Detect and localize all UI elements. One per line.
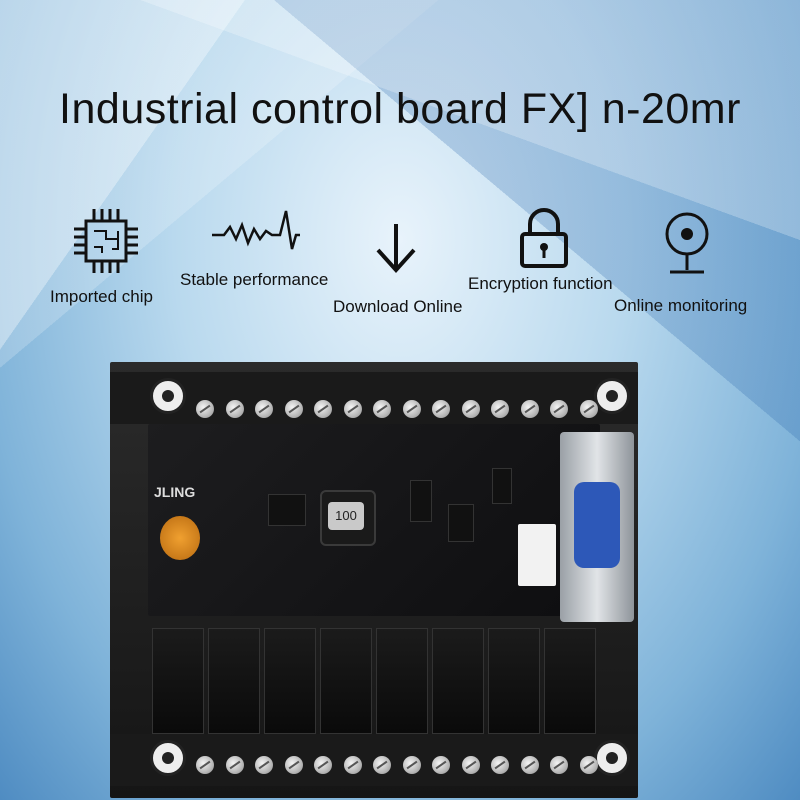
relay: [376, 628, 428, 734]
terminal-screw: [225, 756, 244, 774]
relay: [488, 628, 540, 734]
potentiometer: [160, 516, 200, 560]
terminal-screw: [491, 400, 509, 418]
terminal-screw: [343, 400, 362, 418]
plc-board-image: JLING 100: [110, 352, 638, 798]
chip: [492, 468, 512, 504]
serial-port-connector: [560, 432, 634, 622]
lock-icon: [520, 208, 568, 268]
terminal-screw: [520, 400, 539, 418]
down-arrow-icon: [376, 224, 416, 273]
terminal-screw: [432, 756, 450, 774]
feature-imported-chip: [68, 205, 144, 279]
pin-header-connector: [518, 524, 556, 586]
relay: [208, 628, 260, 734]
feature-label-encryption-function: Encryption function: [468, 274, 613, 293]
terminal-screw: [373, 756, 391, 774]
terminal-screw: [284, 756, 303, 774]
waveform-icon: [212, 210, 300, 250]
terminal-screw: [343, 756, 362, 774]
relay: [320, 628, 372, 734]
terminal-screw: [520, 756, 539, 774]
terminal-screw: [373, 400, 391, 418]
terminal-screw: [461, 756, 480, 774]
feature-label-online-monitoring: Online monitoring: [614, 296, 748, 315]
terminal-screw: [284, 400, 303, 418]
terminal-screw: [579, 400, 598, 418]
terminal-screw: [225, 400, 244, 418]
terminal-screw: [579, 756, 598, 774]
relay: [152, 628, 204, 734]
chip: [410, 480, 432, 522]
serial-port-face: [574, 482, 620, 568]
relay: [432, 628, 484, 734]
feature-online-monitoring: [660, 210, 714, 278]
terminal-screw: [402, 400, 421, 418]
monitor-icon: [665, 212, 709, 274]
relay: [544, 628, 596, 734]
chip: [268, 494, 306, 526]
terminal-screw: [196, 756, 214, 774]
circuit-board: JLING 100: [148, 424, 600, 616]
terminal-screw: [255, 400, 273, 418]
inductor-label: 100: [328, 502, 364, 530]
terminal-screw: [196, 400, 214, 418]
board-brand: JLING: [154, 484, 196, 500]
inductor: 100: [320, 490, 376, 546]
terminal-screw: [314, 400, 332, 418]
feature-label-download-online: Download Online: [333, 297, 463, 316]
terminal-screw: [314, 756, 332, 774]
mount-hole: [594, 740, 630, 776]
terminal-screw: [402, 756, 421, 774]
mount-hole: [150, 740, 186, 776]
chip-icon: [74, 209, 138, 273]
terminal-screw: [255, 756, 273, 774]
terminal-screw: [432, 400, 450, 418]
feature-stable-performance: [210, 205, 302, 255]
mount-hole: [150, 378, 186, 414]
feature-encryption-function: [516, 208, 572, 270]
feature-label-imported-chip: Imported chip: [50, 287, 153, 306]
page-title: Industrial control board FX] n-20mr: [59, 85, 741, 133]
chip: [448, 504, 474, 542]
relay: [264, 628, 316, 734]
terminal-screw: [550, 400, 568, 418]
terminal-screw: [550, 756, 568, 774]
mount-hole: [594, 378, 630, 414]
terminal-screw: [461, 400, 480, 418]
feature-download-online: [372, 222, 420, 274]
feature-label-stable-performance: Stable performance: [180, 270, 329, 289]
terminal-screw: [491, 756, 509, 774]
relay-row: [148, 618, 600, 738]
